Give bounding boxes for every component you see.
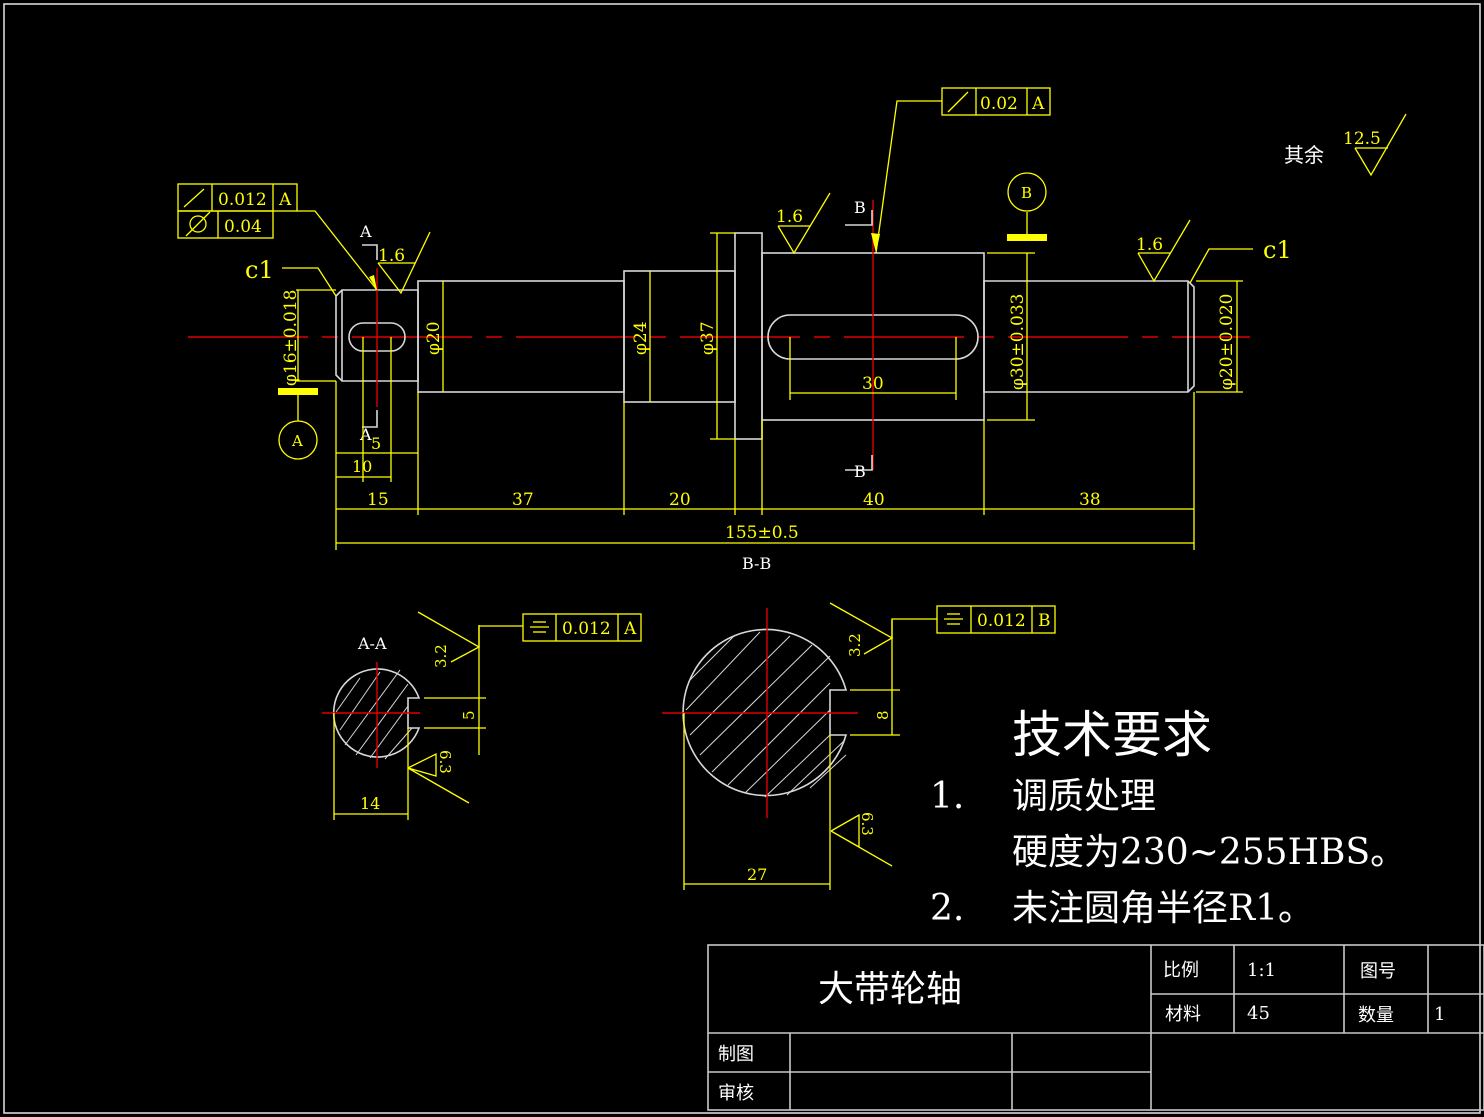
material-value: 45	[1247, 1003, 1270, 1024]
svg-text:27: 27	[747, 865, 767, 884]
svg-text:155±0.5: 155±0.5	[725, 523, 799, 543]
gdt-frame-runout-2: 0.02 A	[941, 87, 1051, 116]
section-mark-a-top: A	[359, 222, 372, 241]
drawing-border	[3, 3, 1481, 1114]
svg-text:40: 40	[863, 490, 885, 510]
svg-text:审核: 审核	[718, 1083, 754, 1104]
svg-text:0.012: 0.012	[562, 619, 611, 639]
svg-text:制图: 制图	[718, 1044, 754, 1065]
chamfer-label-right: c1	[1263, 236, 1292, 264]
svg-text:20: 20	[669, 490, 691, 510]
svg-text:6.3: 6.3	[858, 812, 876, 836]
svg-text:A: A	[1031, 94, 1045, 114]
cylindricity-icon	[189, 215, 207, 233]
section-bb: B-B 27 8 3.2 6.3 0.012 B	[662, 554, 1056, 890]
svg-text:φ24: φ24	[631, 321, 651, 355]
svg-text:37: 37	[512, 490, 534, 510]
chamfer-label-left: c1	[245, 256, 274, 284]
scale-value: 1:1	[1247, 960, 1276, 981]
svg-text:0.012: 0.012	[977, 611, 1026, 631]
section-marks: A A B B	[359, 198, 873, 481]
leader-runout-1	[297, 210, 378, 291]
shaft-collar-d37	[734, 232, 763, 440]
title-block: 大带轮轴 比例 1:1 图号 材料 45 数量 1 制图 审核	[707, 944, 1484, 1111]
svg-text:A: A	[278, 190, 292, 210]
svg-text:10: 10	[352, 457, 372, 476]
svg-text:1.6: 1.6	[776, 207, 803, 227]
keyway-dimensions: 5 10 30	[336, 337, 957, 482]
svg-text:B: B	[1021, 184, 1032, 202]
tech-req-heading: 技术要求	[1012, 706, 1212, 764]
svg-text:B: B	[1038, 611, 1051, 631]
tech-req-item: 调质处理	[1012, 776, 1156, 817]
svg-text:2.: 2.	[930, 888, 964, 929]
length-dimensions: 15 37 20 40 38 155±0.5	[335, 381, 1195, 550]
runout-icon	[947, 91, 969, 113]
datum-a: A	[278, 388, 318, 460]
svg-text:数量: 数量	[1358, 1005, 1394, 1026]
technical-requirements: 技术要求 1. 调质处理 硬度为230~255HBS。 2. 未注圆角半径R1。	[930, 706, 1406, 929]
symmetry-icon	[944, 613, 963, 625]
section-aa-label: A-A	[357, 634, 387, 653]
svg-text:6.3: 6.3	[436, 750, 454, 774]
symmetry-icon	[530, 621, 549, 633]
section-bb-label: B-B	[742, 554, 771, 573]
svg-text:φ20: φ20	[424, 321, 444, 355]
roughness-symbol-2: 1.6	[776, 192, 831, 255]
shaft-main-view	[188, 200, 1250, 470]
roughness-symbol-3: 1.6	[1136, 219, 1191, 283]
svg-text:1.6: 1.6	[378, 246, 405, 266]
gdt-frame-runout-1: 0.012 A	[177, 183, 298, 212]
datum-b: B	[1007, 172, 1047, 241]
roughness-default: 其余 12.5	[1284, 113, 1407, 177]
svg-text:图号: 图号	[1360, 961, 1396, 982]
svg-text:0.012: 0.012	[218, 190, 267, 210]
svg-text:A: A	[623, 619, 637, 639]
svg-text:其余: 其余	[1284, 143, 1324, 167]
section-aa: A-A 14 5 3.2 6.3 0.012 A	[322, 611, 642, 820]
section-mark-b-bottom: B	[854, 462, 866, 481]
roughness-symbol-1: 1.6	[377, 231, 431, 295]
runout-icon	[183, 188, 205, 208]
diameter-dimensions: φ16±0.018 φ20 φ24 φ37 φ30±0.033 φ20±0.02…	[281, 232, 1243, 440]
svg-text:A: A	[291, 432, 303, 450]
svg-text:比例: 比例	[1163, 960, 1199, 981]
svg-text:30: 30	[862, 374, 884, 394]
svg-text:5: 5	[460, 710, 478, 720]
section-mark-a-bottom: A	[359, 425, 372, 444]
svg-text:0.02: 0.02	[980, 94, 1018, 114]
svg-text:1.6: 1.6	[1136, 235, 1163, 255]
tech-req-item: 未注圆角半径R1。	[1012, 888, 1314, 929]
svg-text:12.5: 12.5	[1343, 129, 1381, 149]
svg-text:材料: 材料	[1165, 1004, 1201, 1025]
svg-text:φ30±0.033: φ30±0.033	[1008, 294, 1028, 390]
section-mark-b-top: B	[854, 198, 866, 217]
svg-text:38: 38	[1079, 490, 1101, 510]
tech-req-item: 硬度为230~255HBS。	[1012, 832, 1406, 873]
svg-text:3.2: 3.2	[432, 644, 450, 668]
svg-text:φ20±0.020: φ20±0.020	[1217, 294, 1237, 390]
quantity-value: 1	[1434, 1004, 1445, 1025]
gdt-frame-cylindricity: 0.04	[177, 210, 274, 239]
svg-text:1.: 1.	[930, 776, 964, 817]
svg-text:3.2: 3.2	[846, 633, 864, 657]
svg-text:φ37: φ37	[698, 321, 718, 355]
drawing-title: 大带轮轴	[818, 969, 962, 1010]
svg-text:14: 14	[360, 794, 380, 813]
svg-text:8: 8	[874, 710, 892, 720]
svg-text:φ16±0.018: φ16±0.018	[281, 290, 301, 386]
svg-text:0.04: 0.04	[224, 217, 262, 237]
svg-text:5: 5	[371, 434, 381, 453]
svg-text:15: 15	[367, 490, 389, 510]
